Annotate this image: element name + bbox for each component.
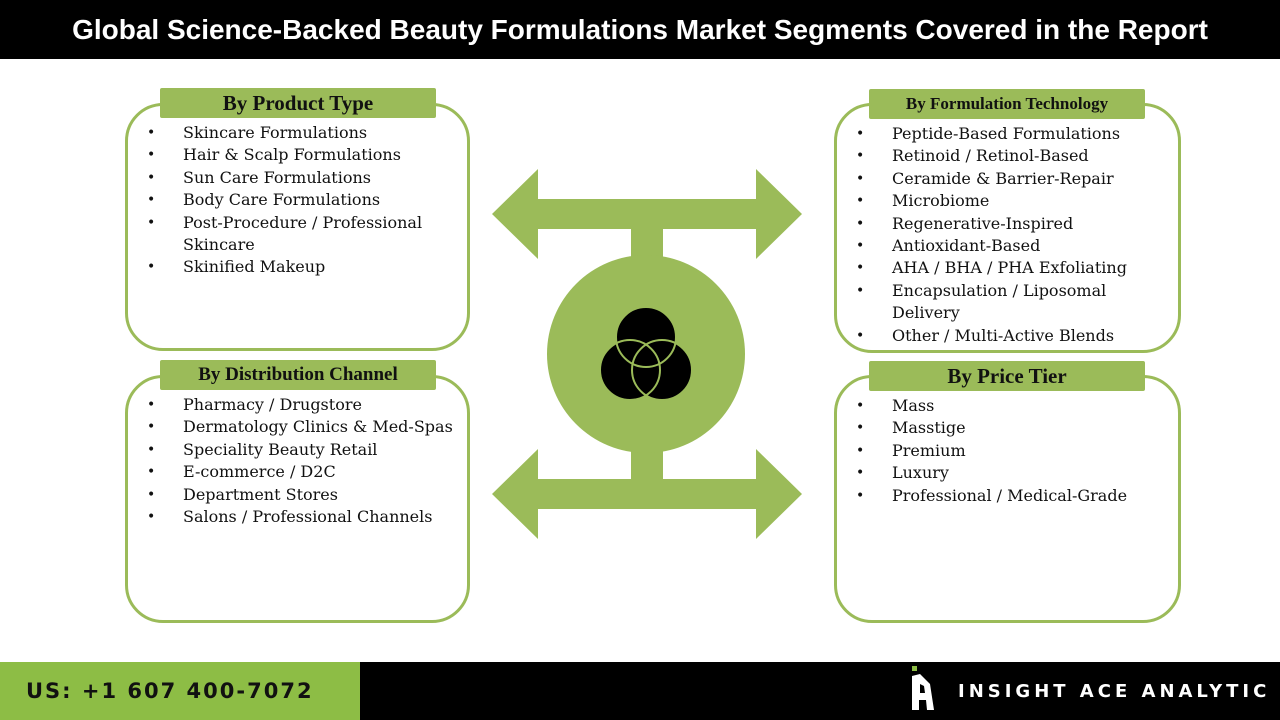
product-type-list: Skincare Formulations Hair & Scalp Formu…	[147, 122, 447, 279]
list-item: Sun Care Formulations	[147, 167, 447, 190]
list-item: Skincare Formulations	[147, 122, 447, 145]
venn-three-circles-icon	[599, 306, 693, 401]
list-item: Ceramide & Barrier-Repair	[856, 168, 1156, 191]
list-item: E-commerce / D2C	[147, 461, 457, 484]
list-item: Mass	[856, 395, 1156, 418]
page-title: Global Science-Backed Beauty Formulation…	[0, 0, 1280, 59]
list-item: Luxury	[856, 462, 1156, 485]
list-item: Microbiome	[856, 190, 1156, 213]
footer-brand-name: INSIGHT ACE ANALYTIC	[958, 680, 1271, 702]
distribution-channel-list: Pharmacy / Drugstore Dermatology Clinics…	[147, 394, 457, 529]
product-type-header: By Product Type	[160, 88, 436, 118]
list-item: Post-Procedure / Professional Skincare	[147, 212, 447, 257]
footer-brand-bar: INSIGHT ACE ANALYTIC	[360, 662, 1280, 720]
list-item: Antioxidant-Based	[856, 235, 1156, 258]
list-item: Speciality Beauty Retail	[147, 439, 457, 462]
list-item: Regenerative-Inspired	[856, 213, 1156, 236]
formulation-technology-header: By Formulation Technology	[869, 89, 1145, 119]
list-item: Department Stores	[147, 484, 457, 507]
list-item: Professional / Medical-Grade	[856, 485, 1156, 508]
list-item: Hair & Scalp Formulations	[147, 144, 447, 167]
center-hub-graphic	[490, 165, 804, 548]
list-item: Peptide-Based Formulations	[856, 123, 1156, 146]
footer-phone: US: +1 607 400-7072	[0, 662, 360, 720]
formulation-technology-list: Peptide-Based Formulations Retinoid / Re…	[856, 123, 1156, 347]
list-item: Pharmacy / Drugstore	[147, 394, 457, 417]
list-item: Skinified Makeup	[147, 256, 447, 279]
list-item: Other / Multi-Active Blends	[856, 325, 1156, 348]
insight-ace-logo-icon	[910, 666, 936, 717]
bottom-double-arrow	[492, 449, 802, 539]
list-item: Dermatology Clinics & Med-Spas	[147, 416, 457, 439]
top-double-arrow	[492, 169, 802, 259]
price-tier-list: Mass Masstige Premium Luxury Professiona…	[856, 395, 1156, 507]
list-item: Encapsulation / Liposomal Delivery	[856, 280, 1156, 325]
price-tier-header: By Price Tier	[869, 361, 1145, 391]
list-item: AHA / BHA / PHA Exfoliating	[856, 257, 1156, 280]
list-item: Masstige	[856, 417, 1156, 440]
list-item: Premium	[856, 440, 1156, 463]
distribution-channel-header: By Distribution Channel	[160, 360, 436, 390]
list-item: Retinoid / Retinol-Based	[856, 145, 1156, 168]
list-item: Salons / Professional Channels	[147, 506, 457, 529]
list-item: Body Care Formulations	[147, 189, 447, 212]
